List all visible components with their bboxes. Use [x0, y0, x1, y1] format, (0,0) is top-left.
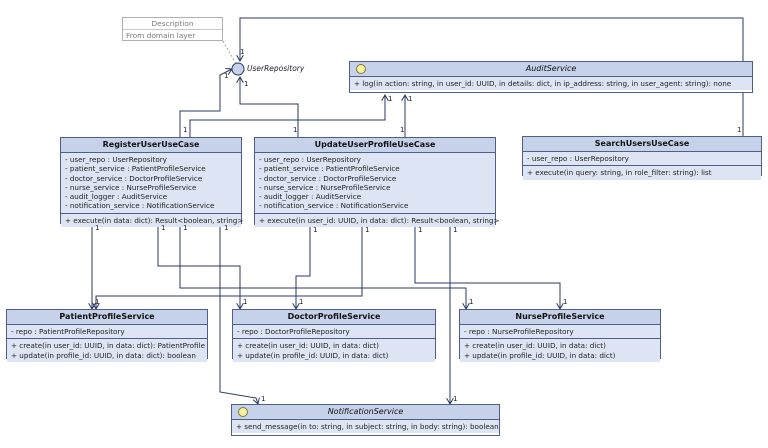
multiplicity-label: 1 — [388, 95, 393, 103]
attributes-section: - repo : DoctorProfileRepository — [233, 325, 435, 339]
register-to-notification — [219, 224, 258, 404]
attribute: - audit_logger : AuditService — [65, 192, 168, 202]
multiplicity-label: 1 — [95, 298, 100, 306]
user-repository-interface-icon — [231, 62, 245, 76]
multiplicity-label: 1 — [453, 226, 458, 234]
attributes-section: - user_repo : UserRepository - patient_s… — [255, 153, 495, 213]
attribute: - nurse_service : NurseProfileService — [65, 182, 197, 192]
method: + create(in user_id: UUID, in data: dict… — [237, 341, 379, 351]
multiplicity-label: 1 — [313, 226, 318, 234]
attributes-section: - repo : NurseProfileRepository — [460, 325, 660, 339]
patient-profile-service-class[interactable]: PatientProfileService - repo : PatientPr… — [6, 309, 208, 362]
note-body: From domain layer — [126, 31, 196, 40]
multiplicity-label: 1 — [224, 224, 229, 232]
multiplicity-label: 1 — [469, 298, 474, 306]
method: + create(in user_id: UUID, in data: dict… — [11, 341, 205, 351]
methods-section: + execute(in user_id: UUID, in data: dic… — [255, 212, 500, 228]
doctor-profile-service-class[interactable]: DoctorProfileService - repo : DoctorProf… — [232, 309, 436, 362]
attribute: - doctor_service : DoctorProfileService — [65, 173, 203, 183]
multiplicity-label: 1 — [95, 224, 100, 232]
class-name: DoctorProfileService — [233, 310, 435, 325]
multiplicity-label: 1 — [563, 298, 568, 306]
update-to-doctor — [296, 225, 311, 309]
search-users-usecase-class[interactable]: SearchUsersUseCase - user_repo : UserRep… — [522, 136, 762, 180]
attribute: - audit_logger : AuditService — [259, 192, 362, 202]
multiplicity-label: 1 — [244, 80, 249, 88]
attribute: - nurse_service : NurseProfileService — [259, 182, 391, 192]
method: + create(in user_id: UUID, in data: dict… — [464, 341, 606, 351]
method: + update(in profile_id: UUID, in data: d… — [11, 350, 196, 360]
note-title: Description — [123, 18, 222, 30]
attributes-section: - repo : PatientProfileRepository — [7, 325, 207, 339]
multiplicity-label: 1 — [299, 298, 304, 306]
note-anchor-line — [222, 40, 237, 65]
attribute: - user_repo : UserRepository — [65, 155, 167, 164]
multiplicity-label: 1 — [183, 224, 188, 232]
attribute: - patient_service : PatientProfileServic… — [259, 164, 400, 174]
attributes-section: - user_repo : UserRepository — [523, 152, 761, 166]
class-name: PatientProfileService — [7, 310, 207, 325]
attribute: - doctor_service : DoctorProfileService — [259, 173, 397, 183]
class-name: NurseProfileService — [460, 310, 660, 325]
multiplicity-label: 1 — [453, 395, 458, 403]
methods-section: + create(in user_id: UUID, in data: dict… — [460, 338, 660, 362]
attribute: - notification_service : NotificationSer… — [65, 201, 215, 211]
class-name: SearchUsersUseCase — [523, 137, 761, 152]
interface-circle-icon — [356, 64, 366, 74]
class-name: NotificationService — [327, 407, 404, 416]
method: + execute(in user_id: UUID, in data: dic… — [259, 215, 500, 225]
multiplicity-label: 1 — [240, 48, 245, 56]
multiplicity-label: 1 — [418, 226, 423, 234]
attribute: - repo : DoctorProfileRepository — [237, 327, 350, 336]
method: + update(in profile_id: UUID, in data: d… — [237, 350, 389, 360]
attribute: - user_repo : UserRepository — [259, 155, 361, 164]
register-to-repo — [179, 69, 232, 137]
methods-section: + execute(in query: string, in role_filt… — [523, 165, 761, 180]
methods-section: + log(in action: string, in user_id: UUI… — [350, 77, 752, 91]
multiplicity-label: 1 — [293, 126, 298, 134]
notification-service-class[interactable]: NotificationService + send_message(in to… — [231, 404, 500, 436]
update-to-repo — [240, 77, 299, 137]
multiplicity-label: 1 — [161, 224, 166, 232]
nurse-profile-service-class[interactable]: NurseProfileService - repo : NurseProfil… — [459, 309, 661, 362]
user-repository-label: UserRepository — [247, 64, 305, 73]
class-name: RegisterUserUseCase — [61, 138, 241, 153]
attributes-section: - user_repo : UserRepository - patient_s… — [61, 153, 241, 213]
multiplicity-label: 1 — [737, 126, 742, 134]
multiplicity-label: 1 — [243, 298, 248, 306]
attribute: - notification_service : NotificationSer… — [259, 201, 409, 211]
register-to-audit — [189, 95, 385, 137]
multiplicity-label: 1 — [400, 126, 405, 134]
attribute: - repo : PatientProfileRepository — [11, 327, 125, 336]
interface-circle-icon — [238, 407, 248, 417]
update-to-nurse — [414, 225, 560, 309]
multiplicity-label: 1 — [224, 72, 229, 80]
method: + send_message(in to: string, in subject… — [236, 422, 499, 431]
class-name: AuditService — [525, 64, 577, 73]
methods-section: + create(in user_id: UUID, in data: dict… — [7, 338, 207, 362]
register-user-usecase-class[interactable]: RegisterUserUseCase - user_repo : UserRe… — [60, 137, 244, 228]
multiplicity-label: 1 — [408, 95, 413, 103]
attribute: - user_repo : UserRepository — [527, 154, 629, 163]
method: + execute(in data: dict): Result<boolean… — [65, 215, 244, 225]
update-to-patient — [96, 225, 363, 309]
method: + log(in action: string, in user_id: UUI… — [354, 79, 732, 88]
multiplicity-label: 1 — [261, 395, 266, 403]
multiplicity-label: 1 — [365, 226, 370, 234]
methods-section: + create(in user_id: UUID, in data: dict… — [233, 338, 435, 362]
attribute: - patient_service : PatientProfileServic… — [65, 164, 206, 174]
description-note: Description From domain layer — [122, 17, 223, 41]
method: + update(in profile_id: UUID, in data: d… — [464, 350, 616, 360]
register-to-nurse — [179, 224, 466, 309]
multiplicity-label: 1 — [183, 126, 188, 134]
attribute: - repo : NurseProfileRepository — [464, 327, 574, 336]
method: + execute(in query: string, in role_filt… — [527, 168, 712, 178]
update-user-profile-usecase-class[interactable]: UpdateUserProfileUseCase - user_repo : U… — [254, 137, 500, 228]
audit-service-class[interactable]: AuditService + log(in action: string, in… — [349, 61, 753, 93]
methods-section: + execute(in data: dict): Result<boolean… — [61, 212, 244, 228]
class-name: UpdateUserProfileUseCase — [255, 138, 495, 153]
methods-section: + send_message(in to: string, in subject… — [232, 420, 499, 434]
